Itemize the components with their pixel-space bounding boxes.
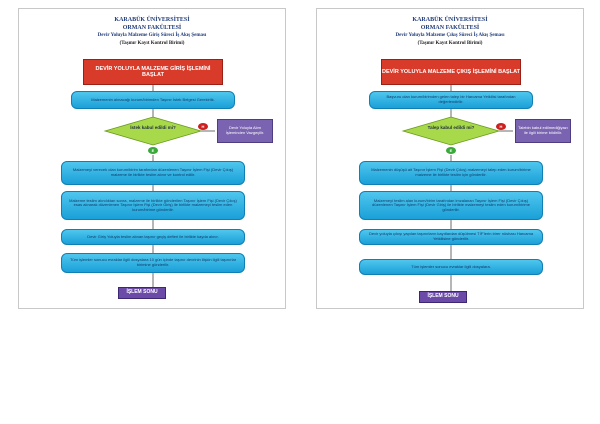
no-label: H (496, 123, 506, 130)
unit-title: (Taşınır Kayıt Kontrol Birimi) (119, 41, 185, 46)
start-box: DEVİR YOLUYLA MALZEME GİRİŞ İŞLEMİNİ BAŞ… (83, 59, 223, 85)
step-file-documents: Tüm işlemler sonucu evraklar ilgili dosy… (359, 259, 543, 275)
no-action-box: Talebin kabul edilmediğiyazı ile ilgili … (515, 119, 571, 143)
unit-title: (Taşınır Kayıt Kontrol Birimi) (417, 41, 483, 46)
end-box: İŞLEM SONU (118, 287, 166, 299)
flow-connectors (401, 85, 513, 291)
faculty-title: ORMAN FAKÜLTESİ (122, 25, 182, 31)
faculty-title: ORMAN FAKÜLTESİ (420, 25, 480, 31)
decision-diamond (401, 116, 501, 146)
no-label: H (198, 123, 208, 130)
yes-label: E (446, 147, 456, 154)
step-drop-records: Devir yoluyla çıkışı yapılan taşınırları… (359, 229, 543, 245)
process-title: Devir Yoluyla Malzeme Giriş Süreci İş Ak… (97, 33, 207, 38)
step-receive-goods: Malzemeyi verecek olan kurum/birim taraf… (61, 161, 245, 185)
step-issue-documents: Malzeme teslim alındıktan sonra, malzeme… (61, 191, 245, 220)
step-record-entry: Devir Giriş Yoluyla teslim alınan taşını… (61, 229, 245, 245)
start-box: DEVİR YOLUYLA MALZEME ÇIKIŞ İŞLEMİNİ BAŞ… (381, 59, 521, 85)
university-title: KARABÜK ÜNİVERSİTESİ (412, 17, 488, 23)
step-request-form: Malzemenin alınacağı kurum/birimden Taşı… (71, 91, 235, 109)
step-file-documents: Tüm işlemler sonucu evraklar ilgili dosy… (61, 253, 245, 273)
end-box: İŞLEM SONU (419, 291, 467, 303)
yes-label: E (148, 147, 158, 154)
decision-text: Talep kabul edildi mi? (427, 125, 475, 130)
decision-text: İstek kabul edildi mi? (130, 125, 176, 130)
step-evaluate-request: Başvuru olan kurum/birimden gelen talep … (369, 91, 533, 109)
university-title: KARABÜK ÜNİVERSİTESİ (114, 17, 190, 23)
step-return-documents: Malzemeyi teslim alan kurum/birim tarafı… (359, 191, 543, 220)
no-action-box: Devir Yoluyla Alım İşleminden Vazgeçilir… (217, 119, 273, 143)
process-title: Devir Yoluyla Malzeme Çıkış Süreci İş Ak… (395, 33, 505, 38)
page-left-entry-flow: KARABÜK ÜNİVERSİTESİ ORMAN FAKÜLTESİ Dev… (18, 8, 286, 309)
step-send-goods: Malzemenin düşüşü ait Taşınır İşlem Fişi… (359, 161, 543, 185)
decision-diamond (103, 116, 203, 146)
page-right-exit-flow: KARABÜK ÜNİVERSİTESİ ORMAN FAKÜLTESİ Dev… (316, 8, 584, 309)
flow-connectors (103, 85, 215, 287)
